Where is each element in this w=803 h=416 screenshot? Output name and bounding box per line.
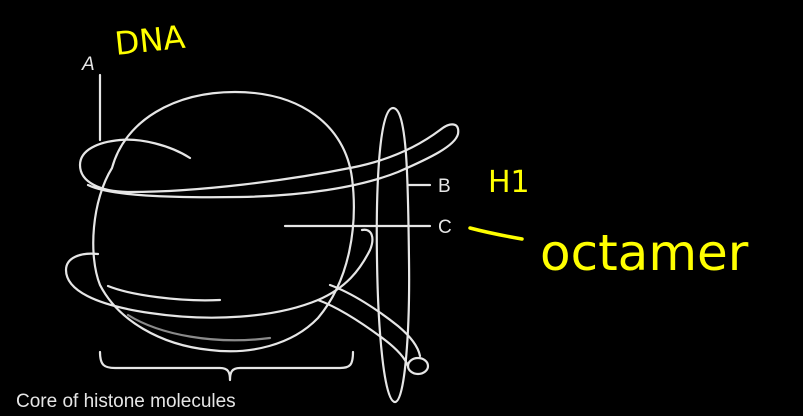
annotation-h1: H1 bbox=[488, 165, 530, 200]
annotation-dna: DNA bbox=[113, 18, 187, 63]
label-a: A bbox=[81, 54, 95, 75]
label-c: C bbox=[438, 217, 452, 238]
core-brace bbox=[100, 352, 353, 380]
annotation-dash bbox=[470, 228, 522, 239]
core-caption: Core of histone molecules bbox=[16, 391, 236, 412]
dna-strand bbox=[66, 124, 458, 374]
annotation-octamer: octamer bbox=[540, 224, 749, 282]
histone-core bbox=[93, 92, 354, 351]
label-b: B bbox=[438, 176, 451, 197]
